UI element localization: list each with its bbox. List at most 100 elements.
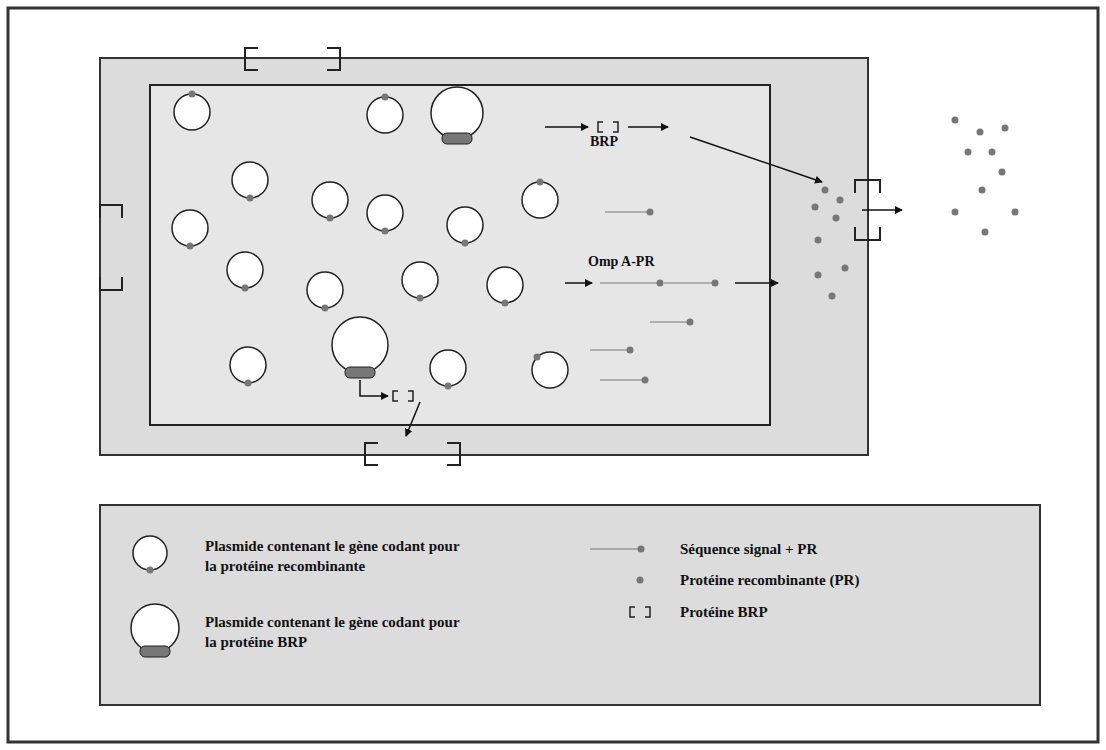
membrane-brp-part bbox=[327, 48, 340, 70]
signal-sequences-part bbox=[650, 322, 688, 323]
plasmid-genes-part bbox=[382, 228, 389, 235]
plasmids-pr-part bbox=[172, 210, 208, 246]
recombinant-proteins-part bbox=[815, 272, 822, 279]
recombinant-proteins-part bbox=[952, 117, 959, 124]
recombinant-proteins-part bbox=[822, 187, 829, 194]
secretion-arrows-part bbox=[628, 126, 668, 128]
plasmid-genes-part bbox=[537, 179, 544, 186]
protein-label: BRP bbox=[590, 134, 618, 150]
plasmid-genes-part bbox=[534, 354, 541, 361]
plasmids-pr-part bbox=[430, 350, 466, 386]
recombinant-proteins-part bbox=[965, 149, 972, 156]
membrane-brp-part bbox=[100, 205, 122, 218]
recombinant-proteins-part bbox=[812, 204, 819, 211]
plasmid-genes-part bbox=[245, 380, 252, 387]
protein-label: Omp A-PR bbox=[588, 254, 655, 270]
plasmid-genes-part bbox=[242, 285, 249, 292]
recombinant-proteins-part bbox=[837, 197, 844, 204]
legend-samples-part bbox=[147, 567, 154, 574]
recombinant-proteins-part bbox=[977, 129, 984, 136]
small-brp-part bbox=[598, 122, 603, 132]
signal-sequences bbox=[590, 212, 712, 380]
cell-envelope-part bbox=[150, 85, 770, 425]
plasmids-pr-part bbox=[487, 267, 523, 303]
recombinant-proteins-part bbox=[712, 280, 719, 287]
membrane-brp-part bbox=[855, 227, 880, 240]
plasmids-pr-part bbox=[532, 352, 568, 388]
membrane-brp-part bbox=[447, 443, 460, 465]
signal-sequences-part bbox=[590, 350, 628, 351]
legend-samples bbox=[131, 536, 650, 657]
membrane-brp-part bbox=[855, 180, 880, 193]
recombinant-proteins-part bbox=[979, 187, 986, 194]
recombinant-proteins-part bbox=[982, 229, 989, 236]
plasmids-brp-part bbox=[431, 87, 483, 139]
membrane-brp-part bbox=[100, 277, 122, 290]
legend-box-part bbox=[100, 505, 1040, 705]
recombinant-proteins-part bbox=[833, 215, 840, 222]
plasmids-pr-part bbox=[230, 347, 266, 383]
legend-samples-part bbox=[638, 546, 645, 553]
recombinant-proteins-part bbox=[642, 377, 649, 384]
recombinant-proteins-part bbox=[687, 319, 694, 326]
plasmid-genes-part bbox=[417, 295, 424, 302]
legend-samples-part bbox=[630, 607, 635, 617]
signal-sequences-part bbox=[664, 283, 712, 284]
recombinant-proteins bbox=[627, 117, 1019, 384]
recombinant-proteins-part bbox=[647, 209, 654, 216]
plasmids-brp-part bbox=[442, 133, 472, 144]
recombinant-proteins-part bbox=[1012, 209, 1019, 216]
legend-samples-part bbox=[131, 604, 179, 652]
legend-samples-part bbox=[133, 536, 167, 570]
plasmids-pr-part bbox=[227, 252, 263, 288]
membrane-brp bbox=[100, 48, 880, 465]
plasmids-brp bbox=[332, 87, 483, 378]
plasmid-genes-part bbox=[502, 300, 509, 307]
plasmids-pr-part bbox=[522, 182, 558, 218]
recombinant-proteins-part bbox=[1002, 125, 1009, 132]
secretion-arrows-part bbox=[360, 380, 388, 396]
secretion-arrows-part bbox=[690, 137, 822, 182]
membrane-brp-part bbox=[365, 443, 378, 465]
small-brp-part bbox=[408, 391, 413, 401]
recombinant-proteins-part bbox=[657, 280, 664, 287]
signal-sequences-part bbox=[605, 212, 648, 213]
cell-envelope-part bbox=[100, 58, 868, 455]
secretion-arrows-part bbox=[565, 282, 592, 284]
legend-samples-part bbox=[590, 549, 638, 550]
legend-text: Plasmide contenant le gène codant pour l… bbox=[205, 612, 473, 652]
plasmids-pr-part bbox=[232, 162, 268, 198]
small-brp-part bbox=[393, 391, 398, 401]
signal-sequences-part bbox=[600, 380, 643, 381]
legend-text: Plasmide contenant le gène codant pour l… bbox=[205, 536, 473, 576]
signal-sequences-part bbox=[600, 283, 657, 284]
plasmids-pr-part bbox=[312, 182, 348, 218]
recombinant-proteins-part bbox=[627, 347, 634, 354]
plasmid-genes-part bbox=[189, 91, 196, 98]
plasmids-pr-part bbox=[367, 97, 403, 133]
recombinant-proteins-part bbox=[989, 149, 996, 156]
plasmid-genes-part bbox=[462, 240, 469, 247]
plasmid-genes-part bbox=[247, 195, 254, 202]
plasmids-pr-part bbox=[447, 207, 483, 243]
legend-text: Protéine recombinante (PR) bbox=[680, 570, 1000, 590]
frame-part bbox=[8, 8, 1098, 742]
legend-box bbox=[100, 505, 1040, 705]
plasmid-genes-part bbox=[327, 215, 334, 222]
plasmid-genes-part bbox=[382, 94, 389, 101]
plasmid-genes-part bbox=[187, 243, 194, 250]
legend-samples-part bbox=[645, 607, 650, 617]
recombinant-proteins-part bbox=[952, 209, 959, 216]
plasmids-pr-part bbox=[307, 272, 343, 308]
small-brp-part bbox=[613, 122, 618, 132]
recombinant-proteins-part bbox=[999, 169, 1006, 176]
plasmid-genes-part bbox=[322, 305, 329, 312]
legend-samples-part bbox=[637, 577, 644, 584]
plasmids-brp-part bbox=[332, 317, 388, 373]
legend-text: Protéine BRP bbox=[680, 602, 1000, 622]
recombinant-proteins-part bbox=[829, 293, 836, 300]
legend-samples-part bbox=[140, 646, 170, 657]
plasmids-pr-part bbox=[174, 94, 210, 130]
